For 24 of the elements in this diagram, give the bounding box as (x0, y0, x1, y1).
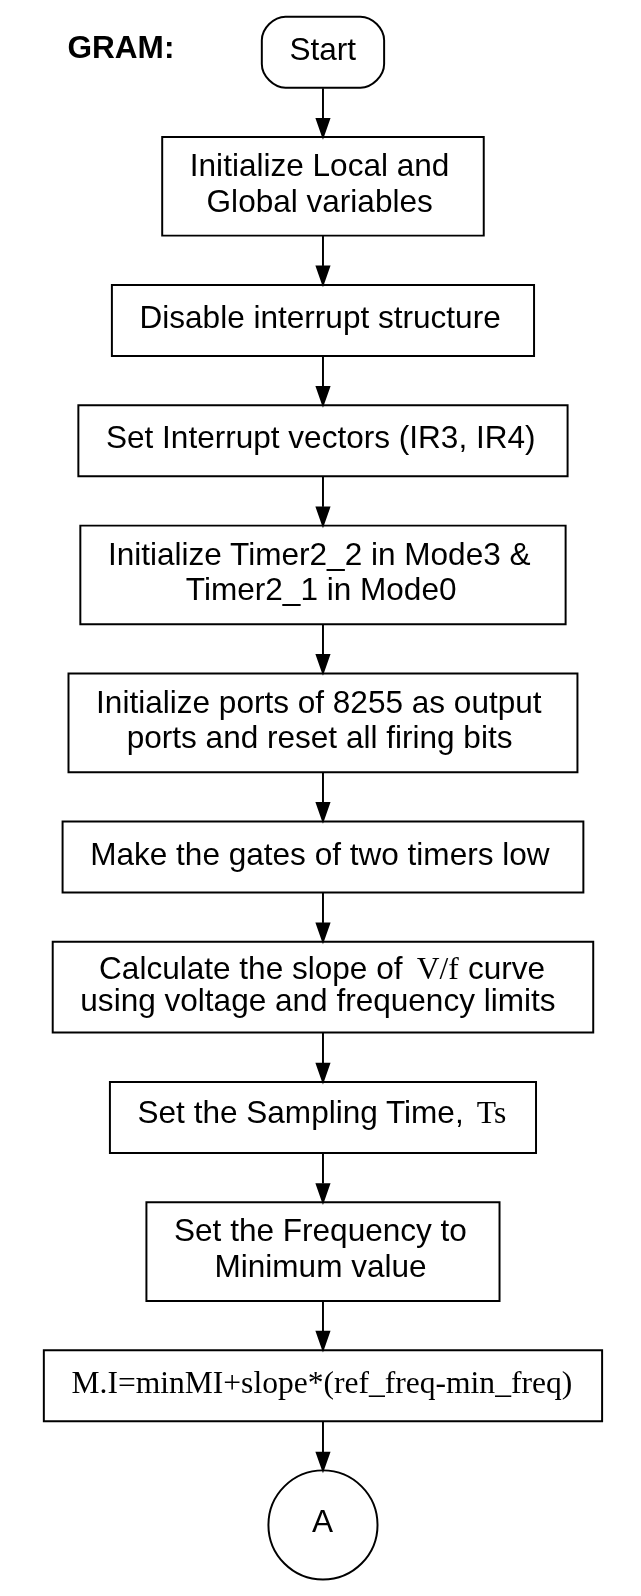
arrow (314, 1031, 331, 1085)
arrow (314, 891, 331, 945)
node-box: Set the Sampling Time, Ts (108, 1080, 537, 1154)
arrow (314, 355, 331, 408)
label: GRAM: (67, 28, 174, 65)
node-box: Initialize Timer2_2 in Mode3 & Timer2_1 in Mode0 (78, 524, 567, 626)
arrow (314, 771, 331, 824)
node-box: Calculate the slope of V/f curve using voltage and frequency limits (51, 940, 594, 1034)
arrow (314, 235, 331, 288)
node-box: Disable interrupt structure (110, 283, 535, 357)
node-box: Initialize ports of 8255 as output ports and reset all firing bits (67, 672, 578, 774)
arrow (314, 87, 331, 140)
node-box: Set the Frequency to Minimum value (144, 1201, 500, 1302)
arrow (314, 1420, 331, 1474)
arrow (314, 623, 331, 676)
node-box: Make the gates of two timers low (61, 820, 584, 894)
arrow (314, 1152, 331, 1205)
arrow (314, 1300, 331, 1353)
arrow (314, 476, 331, 529)
node-circle: A (266, 1469, 378, 1581)
node-box: Start (260, 15, 385, 89)
node-box: M.I=minMI+slope*(ref_freq-min_freq) (42, 1349, 603, 1423)
node-box: Set Interrupt vectors (IR3, IR4) (76, 404, 569, 478)
node-box: Initialize Local and Global variables (160, 136, 485, 237)
